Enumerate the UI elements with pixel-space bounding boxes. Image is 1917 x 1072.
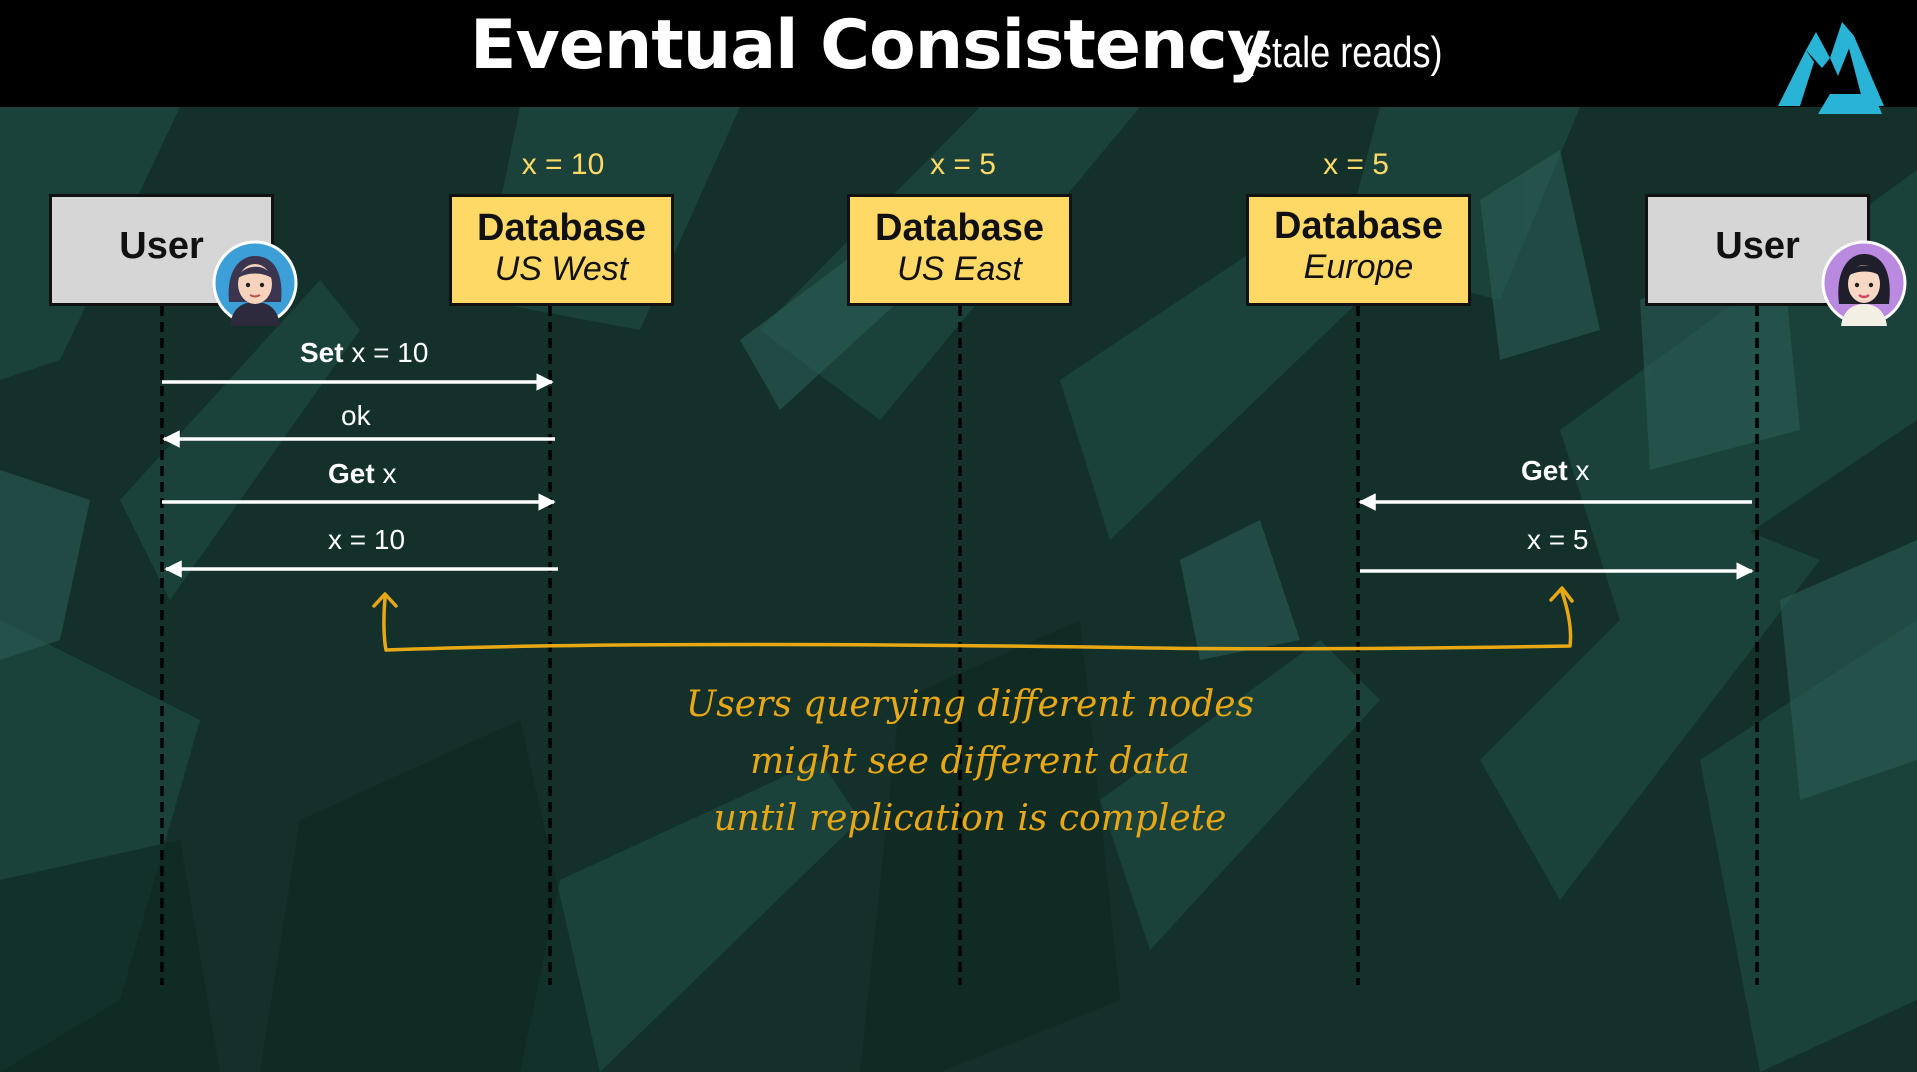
message-text: ok xyxy=(341,400,371,431)
annotation-line: until replication is complete xyxy=(713,798,1227,839)
message-text: x = 5 xyxy=(1527,524,1589,555)
participant-region: US East xyxy=(897,250,1022,288)
message-set-label: Set x = 10 xyxy=(300,337,428,369)
annotation-line: might see different data xyxy=(750,741,1190,782)
message-verb: Set xyxy=(300,337,344,368)
message-ok-label: ok xyxy=(341,400,371,432)
mountain-logo-icon xyxy=(1778,22,1884,114)
message-get-label-right: Get x xyxy=(1521,455,1589,487)
annotation-note: Users querying different nodes might see… xyxy=(600,676,1340,847)
participant-label: Database xyxy=(875,207,1044,249)
message-get-label-left: Get x xyxy=(328,458,396,490)
participant-db-europe: Database Europe xyxy=(1246,194,1471,306)
page-title: Eventual Consistency xyxy=(470,6,1271,85)
message-result-label-left: x = 10 xyxy=(328,524,405,556)
participant-region: US West xyxy=(494,250,629,288)
value-us-east: x = 5 xyxy=(930,148,996,181)
participant-label: User xyxy=(1715,225,1800,267)
female-avatar-icon xyxy=(1821,240,1907,326)
participant-db-us-east: Database US East xyxy=(847,194,1072,306)
message-text: x xyxy=(1567,455,1590,486)
title-bar: Eventual Consistency (stale reads) xyxy=(0,0,1917,114)
annotation-arrowhead-left xyxy=(372,592,398,608)
message-text: x = 10 xyxy=(328,524,406,555)
value-us-west: x = 10 xyxy=(521,148,605,181)
page-subtitle: (stale reads) xyxy=(1242,28,1443,77)
value-europe: x = 5 xyxy=(1323,148,1389,181)
annotation-connector xyxy=(382,590,1573,652)
female-avatar-icon xyxy=(212,240,298,326)
message-verb: Get xyxy=(1521,455,1568,486)
participant-region: Europe xyxy=(1303,248,1414,286)
message-text: x = 10 xyxy=(343,337,429,368)
participant-label: Database xyxy=(1274,205,1443,247)
participant-db-us-west: Database US West xyxy=(449,194,674,306)
message-verb: Get xyxy=(328,458,375,489)
participant-label: Database xyxy=(477,207,646,249)
participant-label: User xyxy=(119,225,204,267)
annotation-arrowhead-right xyxy=(1549,586,1574,603)
annotation-line: Users querying different nodes xyxy=(685,684,1255,725)
message-result-label-right: x = 5 xyxy=(1527,524,1588,556)
message-text: x xyxy=(374,458,397,489)
